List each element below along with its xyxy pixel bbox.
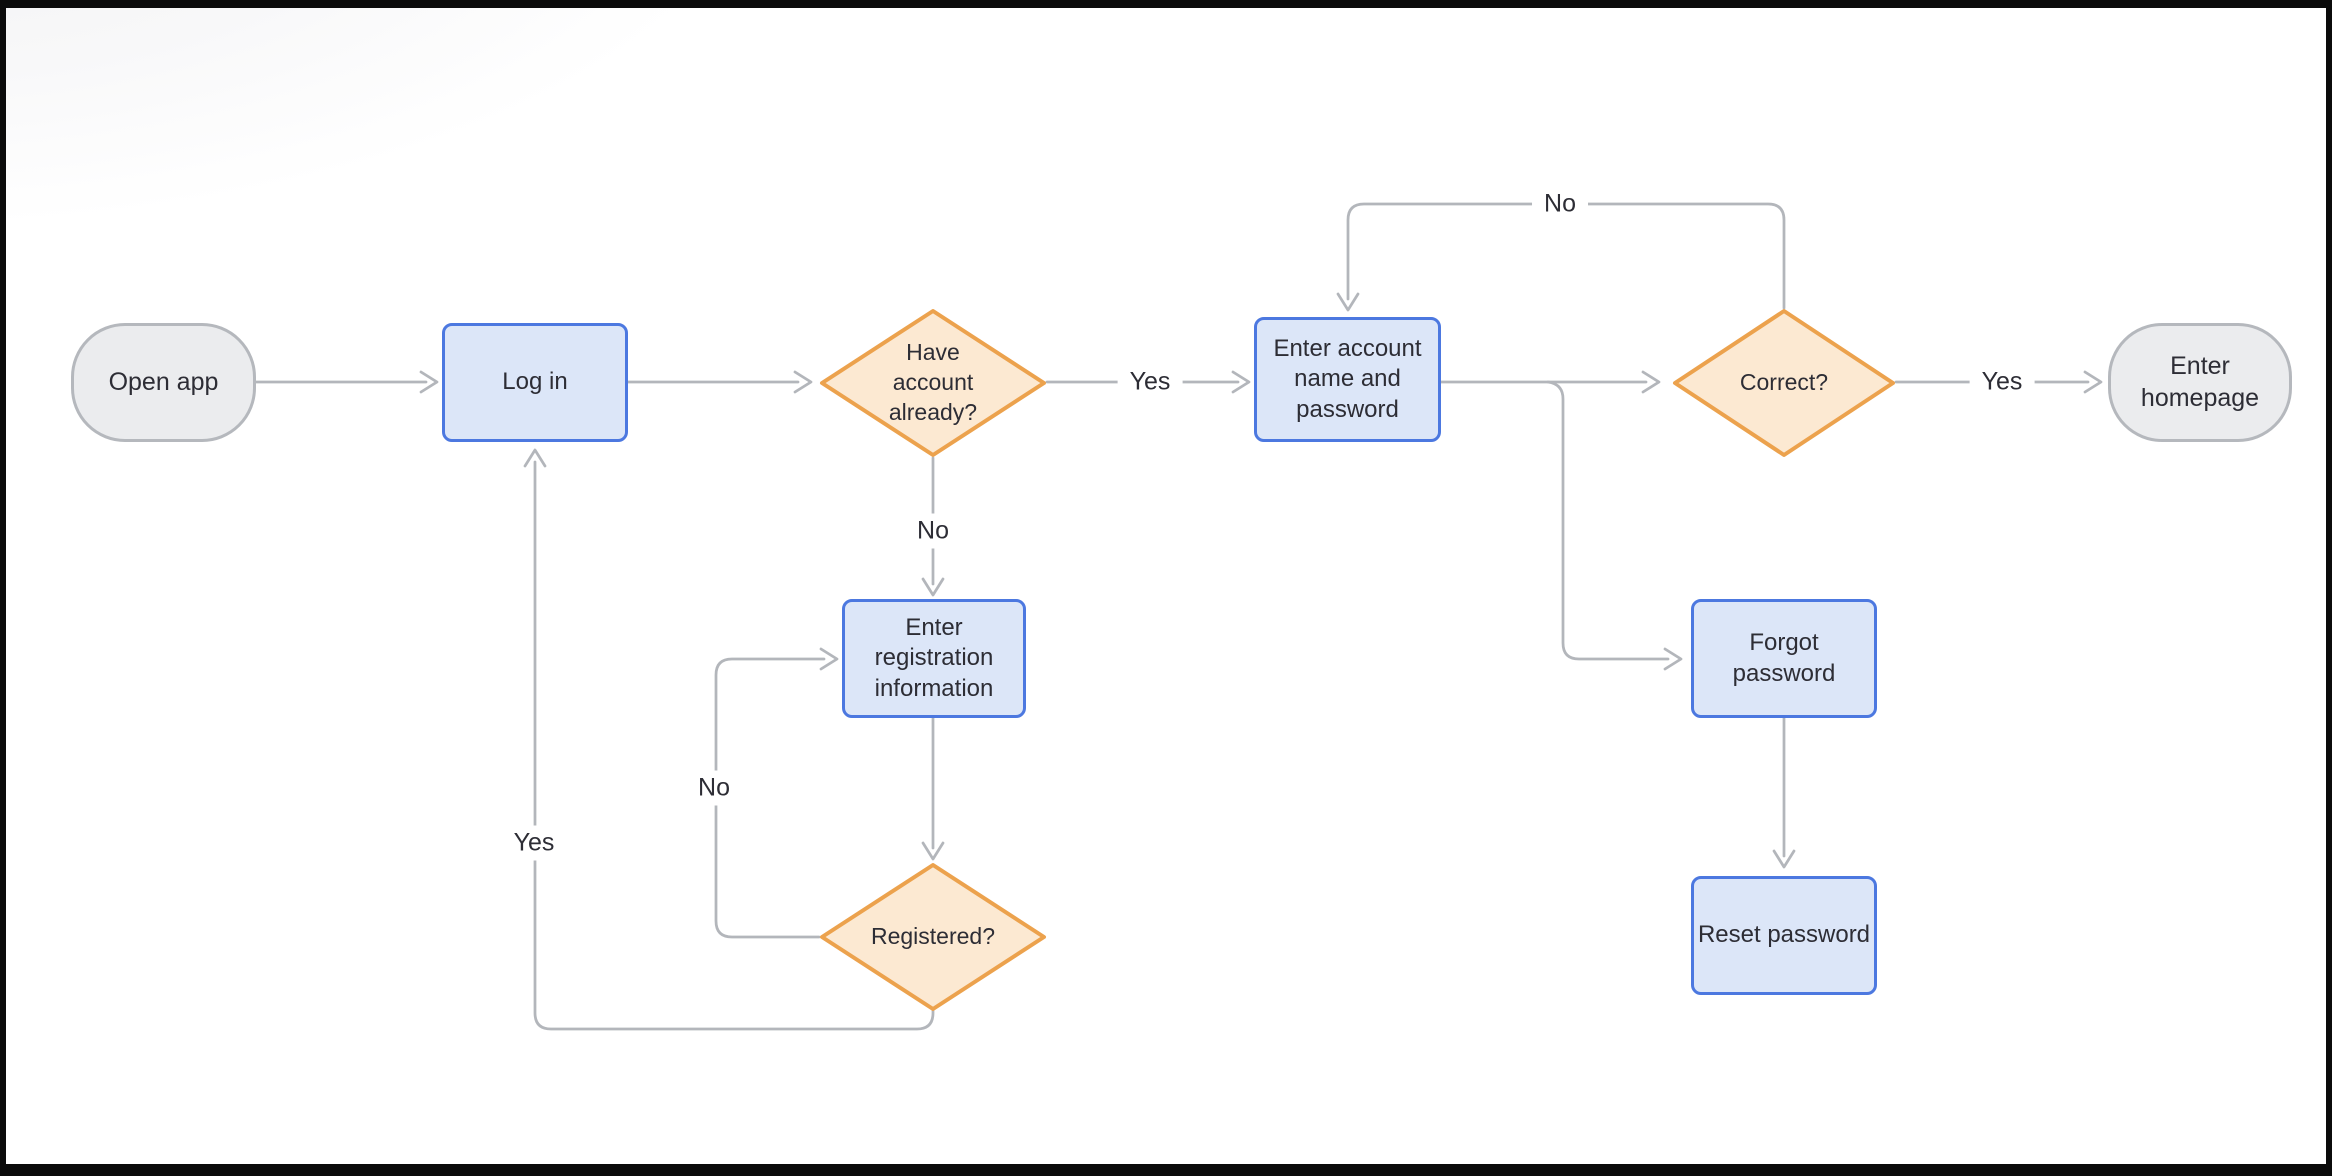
node-open-app-label: Open app: [108, 367, 219, 396]
arrowhead-login: [419, 370, 439, 394]
connector-registered-yes-loop: [533, 460, 935, 1031]
node-forgot-password-label: Forgot password: [1732, 629, 1836, 687]
node-enter-homepage[interactable]: Enter homepage: [2108, 323, 2292, 442]
node-correct[interactable]: Correct?: [1671, 307, 1897, 459]
arrowhead-enteraccount-top: [1336, 292, 1360, 312]
node-correct-label: Correct?: [1739, 369, 1829, 396]
edge-label-registered-no: No: [686, 770, 742, 806]
arrowhead-registration-top: [921, 577, 945, 597]
node-log-in-label: Log in: [502, 368, 568, 396]
diagram-canvas: Open app Log in Have account already? En…: [6, 8, 2326, 1164]
node-have-account[interactable]: Have account already?: [818, 307, 1048, 459]
edge-label-correct-yes: Yes: [1969, 364, 2035, 400]
node-registered-label: Registered?: [870, 923, 996, 950]
diamond-shape: [1673, 309, 1895, 457]
arrowhead-reset-top: [1772, 849, 1796, 869]
connector-branch-forgot: [1546, 380, 1670, 661]
node-enter-registration-label: Enter registration information: [874, 614, 994, 702]
node-enter-account[interactable]: Enter account name and password: [1254, 317, 1441, 442]
diamond-shape: [820, 863, 1046, 1011]
edge-label-have-account-yes: Yes: [1117, 364, 1183, 400]
node-log-in[interactable]: Log in: [442, 323, 628, 442]
node-reset-password-label: Reset password: [1697, 921, 1871, 949]
node-registered[interactable]: Registered?: [818, 861, 1048, 1013]
edge-label-registered-yes: Yes: [501, 825, 567, 861]
node-enter-homepage-label: Enter homepage: [2140, 352, 2260, 412]
edge-label-correct-no: No: [1532, 186, 1588, 222]
arrowhead-login-bottom: [523, 448, 547, 468]
edge-label-have-account-no: No: [905, 513, 961, 549]
node-enter-account-label: Enter account name and password: [1273, 335, 1422, 423]
arrowhead-registered-top: [921, 841, 945, 861]
arrowhead-homepage-left: [2083, 370, 2103, 394]
arrowhead-correct-left: [1641, 370, 1661, 394]
diamond-shape: [820, 309, 1046, 457]
arrowhead-enteraccount-left: [1231, 370, 1251, 394]
arrowhead-haveaccount: [793, 370, 813, 394]
arrowhead-forgot-left: [1663, 647, 1683, 671]
node-have-account-label: Have account already?: [888, 339, 978, 425]
node-enter-registration[interactable]: Enter registration information: [842, 599, 1026, 718]
node-reset-password[interactable]: Reset password: [1691, 876, 1877, 995]
node-forgot-password[interactable]: Forgot password: [1691, 599, 1877, 718]
connector-layer: [254, 202, 2103, 1031]
node-open-app[interactable]: Open app: [71, 323, 256, 442]
arrowhead-registration-left: [819, 647, 839, 671]
